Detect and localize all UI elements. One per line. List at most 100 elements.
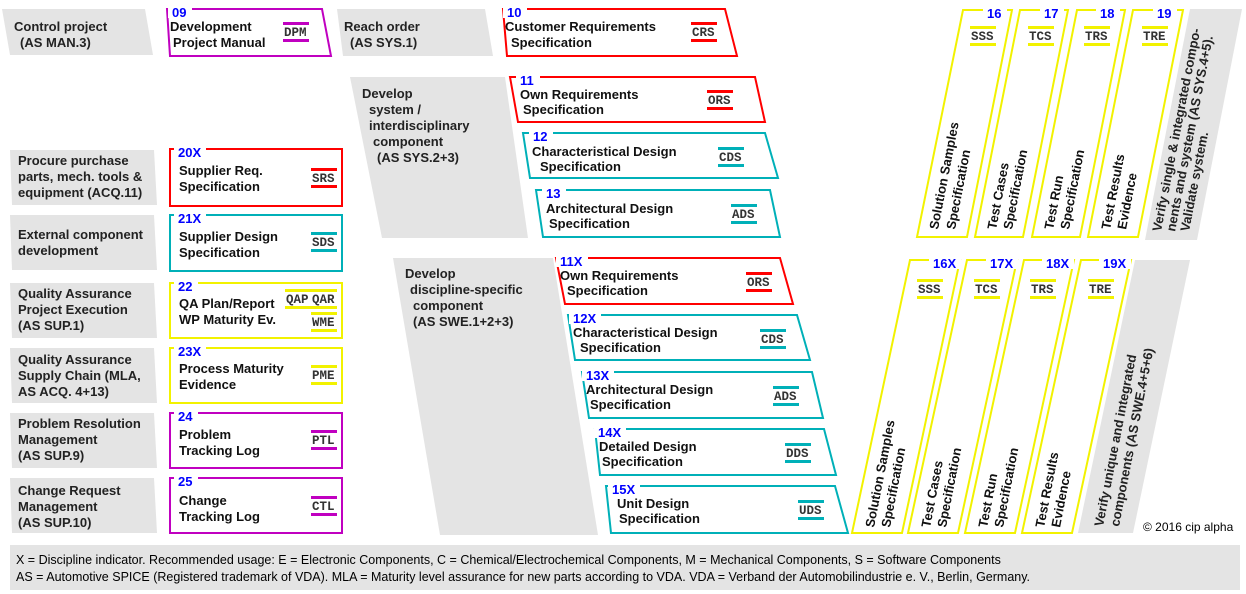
code-bar-top — [718, 147, 744, 150]
process-label: (AS SUP.9) — [18, 448, 84, 463]
number-gap — [929, 257, 961, 269]
code-bar-bottom — [798, 517, 824, 520]
work-product-label: QA Plan/Report — [179, 296, 275, 311]
code-bar-bottom — [311, 447, 337, 450]
work-product-number: 13 — [546, 186, 560, 201]
process-label: discipline-specific — [410, 282, 523, 297]
process-label: Reach order — [344, 19, 420, 34]
code-bar-top — [773, 386, 799, 389]
process-shape — [10, 283, 157, 338]
work-product-label: Characteristical Design — [532, 144, 677, 159]
document-code: SSS — [971, 30, 994, 44]
number-gap — [1042, 257, 1074, 269]
work-product-number: 09 — [172, 5, 186, 20]
code-bar-bottom — [311, 513, 337, 516]
work-product-label: Process Maturity — [179, 361, 285, 376]
process-shape — [1078, 260, 1190, 533]
document-code: CDS — [719, 151, 742, 165]
document-code: DPM — [284, 26, 307, 40]
document-code: SDS — [312, 236, 335, 250]
process-label: Management — [18, 499, 98, 514]
process-shape — [350, 77, 528, 238]
code-bar-bottom — [311, 329, 337, 332]
document-code: CDS — [761, 333, 784, 347]
code-bar-top — [691, 22, 717, 25]
footer-legend: X = Discipline indicator. Recommended us… — [10, 545, 1240, 590]
code-bar-bottom — [311, 382, 337, 385]
footer-line: X = Discipline indicator. Recommended us… — [16, 553, 1001, 567]
work-product-number: 12 — [533, 129, 547, 144]
work-product-number: 21X — [178, 211, 201, 226]
number-gap — [983, 7, 1007, 19]
code-bar-bottom — [691, 39, 717, 42]
work-product-number: 14X — [598, 425, 621, 440]
footer-background — [10, 545, 1240, 590]
process-label: (AS SYS.2+3) — [377, 150, 459, 165]
number-gap — [1099, 257, 1131, 269]
code-bar-bottom — [311, 306, 337, 309]
number-gap — [569, 312, 601, 324]
number-gap — [516, 74, 540, 86]
code-bar-top — [311, 365, 337, 368]
process-shape — [10, 348, 157, 403]
footer-line: AS = Automotive SPICE (Registered tradem… — [16, 570, 1030, 584]
process-label: system / — [369, 102, 421, 117]
document-code: QAP — [286, 293, 309, 307]
process-label: External component — [18, 227, 144, 242]
code-bar-top — [1088, 279, 1114, 282]
code-bar-top — [1142, 26, 1168, 29]
process-label: interdisciplinary — [369, 118, 470, 133]
work-product-frame — [554, 257, 795, 305]
code-bar-top — [917, 279, 943, 282]
work-product-label: Specification — [602, 454, 683, 469]
document-code: SSS — [918, 283, 941, 297]
process-shape — [337, 9, 493, 56]
work-product-frame — [521, 132, 780, 179]
document-code: ADS — [732, 208, 755, 222]
work-product-label: Unit Design — [617, 496, 689, 511]
number-gap — [986, 257, 1018, 269]
code-bar-bottom — [917, 296, 943, 299]
work-product-frame — [169, 148, 343, 207]
code-bar-top — [311, 168, 337, 171]
work-product-number: 16X — [933, 256, 956, 271]
code-bar-top — [707, 90, 733, 93]
work-product-number: 20X — [178, 145, 201, 160]
process-shape — [393, 258, 598, 535]
code-bar-top — [285, 289, 311, 292]
process-label: component — [413, 298, 484, 313]
number-gap — [1096, 7, 1120, 19]
work-product-label: Supplier Req. — [179, 163, 263, 178]
process-shape — [2, 9, 153, 55]
work-product-label: Specification — [511, 35, 592, 50]
code-bar-top — [1084, 26, 1110, 29]
document-code: QAR — [312, 293, 335, 307]
number-gap — [608, 483, 640, 495]
work-product-frame — [165, 8, 333, 57]
work-product-number: 24 — [178, 409, 193, 424]
work-product-label: Customer Requirements — [505, 19, 656, 34]
document-code: CRS — [692, 26, 715, 40]
process-label: (AS SWE.1+2+3) — [413, 314, 513, 329]
code-bar-bottom — [1142, 43, 1168, 46]
work-product-frame — [580, 371, 825, 419]
work-product-label: Own Requirements — [560, 268, 678, 283]
process-shape — [10, 150, 157, 205]
work-product-frame — [566, 314, 812, 361]
process-label: equipment (ACQ.11) — [18, 185, 142, 200]
code-bar-bottom — [1028, 43, 1054, 46]
code-bar-top — [311, 496, 337, 499]
code-bar-bottom — [1088, 296, 1114, 299]
document-code: TRE — [1089, 283, 1112, 297]
process-label: AS ACQ. 4+13) — [18, 384, 109, 399]
